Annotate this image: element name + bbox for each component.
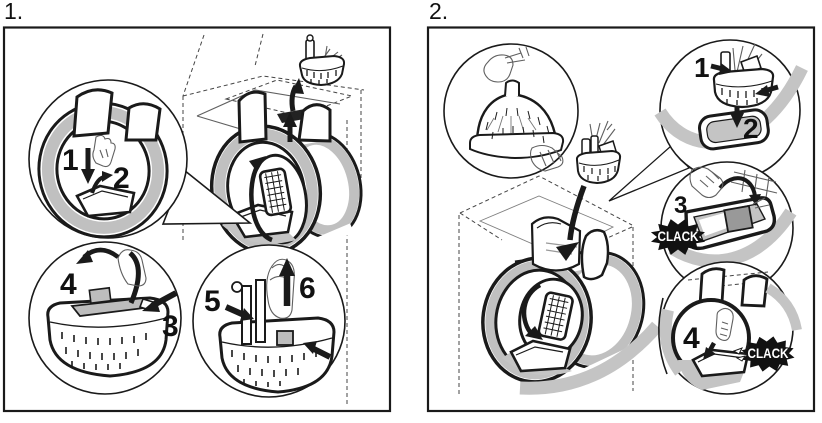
svg-text:CLACK: CLACK (748, 346, 789, 361)
svg-text:4: 4 (683, 322, 700, 355)
svg-text:1: 1 (62, 144, 79, 177)
svg-text:6: 6 (299, 272, 316, 305)
svg-text:2: 2 (743, 113, 759, 144)
svg-text:3: 3 (674, 192, 687, 219)
svg-text:5: 5 (204, 285, 221, 318)
svg-text:1: 1 (694, 52, 710, 83)
svg-text:4: 4 (60, 268, 77, 301)
svg-text:2.: 2. (429, 0, 448, 24)
svg-text:CLACK: CLACK (658, 229, 699, 244)
svg-text:1.: 1. (4, 0, 23, 24)
svg-text:2: 2 (113, 162, 130, 195)
svg-text:3: 3 (162, 310, 179, 343)
